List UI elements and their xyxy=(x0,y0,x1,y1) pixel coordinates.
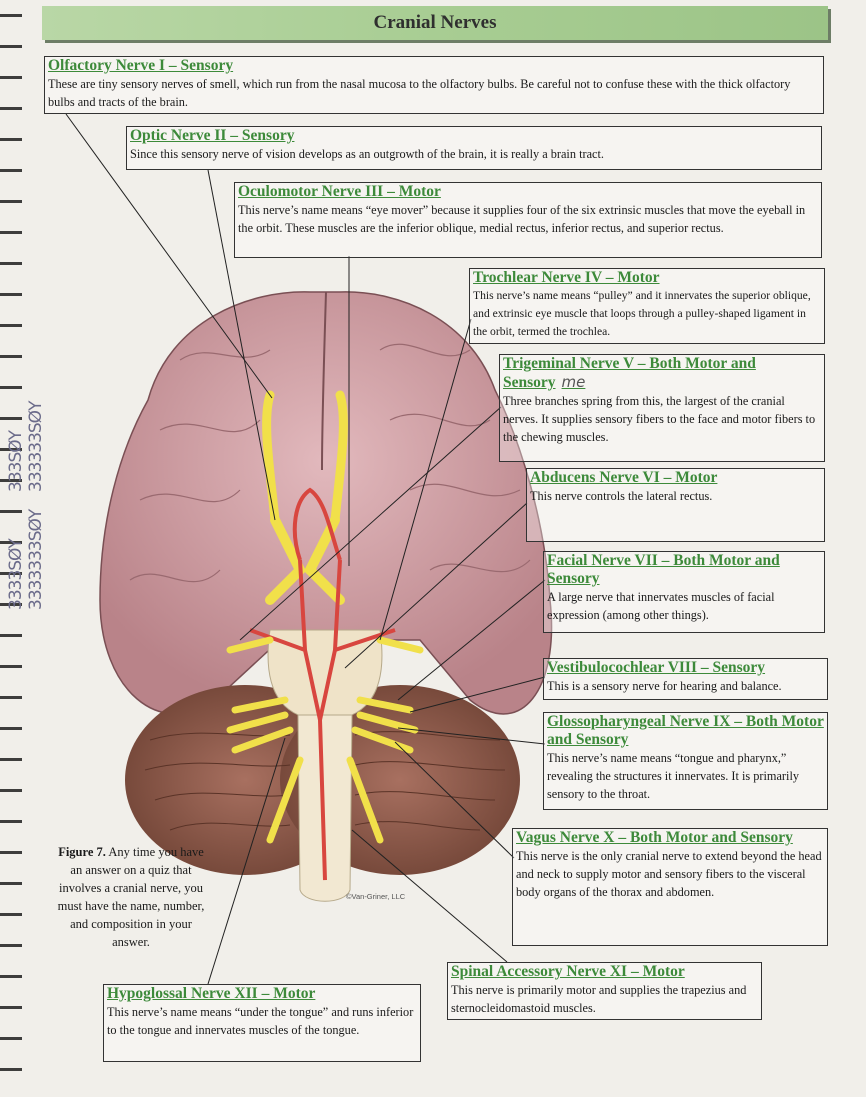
nerve-description: This nerve is the only cranial nerve to … xyxy=(516,849,822,899)
nerve-title: Vagus Nerve X – Both Motor and Sensory xyxy=(516,829,793,846)
nerve-title: Trochlear Nerve IV – Motor xyxy=(473,269,660,286)
figure-caption: Figure 7. Any time you have an answer on… xyxy=(56,843,206,951)
nerve-description: This nerve is primarily motor and suppli… xyxy=(451,983,747,1015)
nerve-description: This nerve’s name means “under the tongu… xyxy=(107,1005,414,1037)
nerve-box-hypoglossal: Hypoglossal Nerve XII – Motor This nerve… xyxy=(103,984,421,1062)
nerve-box-optic: Optic Nerve II – Sensory Since this sens… xyxy=(126,126,822,170)
nerve-box-spinal-accessory: Spinal Accessory Nerve XI – Motor This n… xyxy=(447,962,762,1020)
olfactory-bulb-right xyxy=(330,390,348,525)
nerve-title: Vestibulocochlear VIII – Sensory xyxy=(547,659,766,676)
nerve-bundles xyxy=(226,636,424,844)
page-title: Cranial Nerves xyxy=(373,12,497,33)
nerve-box-olfactory: Olfactory Nerve I – Sensory These are ti… xyxy=(44,56,824,114)
nerve-description: Since this sensory nerve of vision devel… xyxy=(130,147,604,161)
nerve-title: Olfactory Nerve I – Sensory xyxy=(48,57,234,74)
nerve-title-text: Trigeminal Nerve V – Both Motor and Sens… xyxy=(503,355,756,391)
nerve-description: This nerve controls the lateral rectus. xyxy=(530,489,713,503)
nerve-description: These are tiny sensory nerves of smell, … xyxy=(48,77,791,109)
nerve-box-trigeminal: Trigeminal Nerve V – Both Motor and Sens… xyxy=(499,354,825,462)
figure-label: Figure 7. xyxy=(58,845,106,859)
nerve-box-oculomotor: Oculomotor Nerve III – Motor This nerve’… xyxy=(234,182,822,258)
leader-lines xyxy=(65,113,546,985)
nerve-title: Optic Nerve II – Sensory xyxy=(130,127,295,144)
handwritten-note: me xyxy=(561,373,586,391)
title-banner: Cranial Nerves xyxy=(42,6,828,40)
nerve-title: Abducens Nerve VI – Motor xyxy=(530,469,718,486)
nerve-description: Three branches spring from this, the lar… xyxy=(503,394,816,444)
nerve-title: Spinal Accessory Nerve XI – Motor xyxy=(451,963,685,980)
nerve-box-vagus: Vagus Nerve X – Both Motor and Sensory T… xyxy=(512,828,828,946)
nerve-description: This is a sensory nerve for hearing and … xyxy=(547,679,782,693)
nerve-title: Glossopharyngeal Nerve IX – Both Motor a… xyxy=(547,713,824,748)
nerve-description: This nerve’s name means “pulley” and it … xyxy=(473,289,811,338)
nerve-box-glossopharyngeal: Glossopharyngeal Nerve IX – Both Motor a… xyxy=(543,712,828,810)
nerve-title: Oculomotor Nerve III – Motor xyxy=(238,183,441,200)
gyri xyxy=(129,343,531,583)
nerve-box-trochlear: Trochlear Nerve IV – Motor This nerve’s … xyxy=(469,268,825,344)
nerve-title: Trigeminal Nerve V – Both Motor and Sens… xyxy=(503,355,821,392)
nerve-description: This nerve’s name means “tongue and phar… xyxy=(547,751,800,801)
arteries xyxy=(249,487,396,881)
nerve-title: Hypoglossal Nerve XII – Motor xyxy=(107,985,316,1002)
nerve-description: A large nerve that innervates muscles of… xyxy=(547,590,775,622)
copyright-notice: ©Van-Griner, LLC xyxy=(346,892,406,901)
olfactory-bulb-left xyxy=(262,390,280,525)
nerve-description: This nerve’s name means “eye mover” beca… xyxy=(238,203,806,235)
spiral-binding xyxy=(0,0,22,1097)
medulla xyxy=(297,714,353,902)
nerve-box-abducens: Abducens Nerve VI – Motor This nerve con… xyxy=(526,468,825,542)
nerve-title: Facial Nerve VII – Both Motor and Sensor… xyxy=(547,552,780,587)
nerve-box-facial: Facial Nerve VII – Both Motor and Sensor… xyxy=(543,551,825,633)
figure-caption-text: Any time you have an answer on a quiz th… xyxy=(57,845,205,949)
longitudinal-fissure xyxy=(321,291,327,471)
nerve-box-vestibulocochlear: Vestibulocochlear VIII – Sensory This is… xyxy=(543,658,828,700)
cerebellum-folia xyxy=(144,731,506,831)
